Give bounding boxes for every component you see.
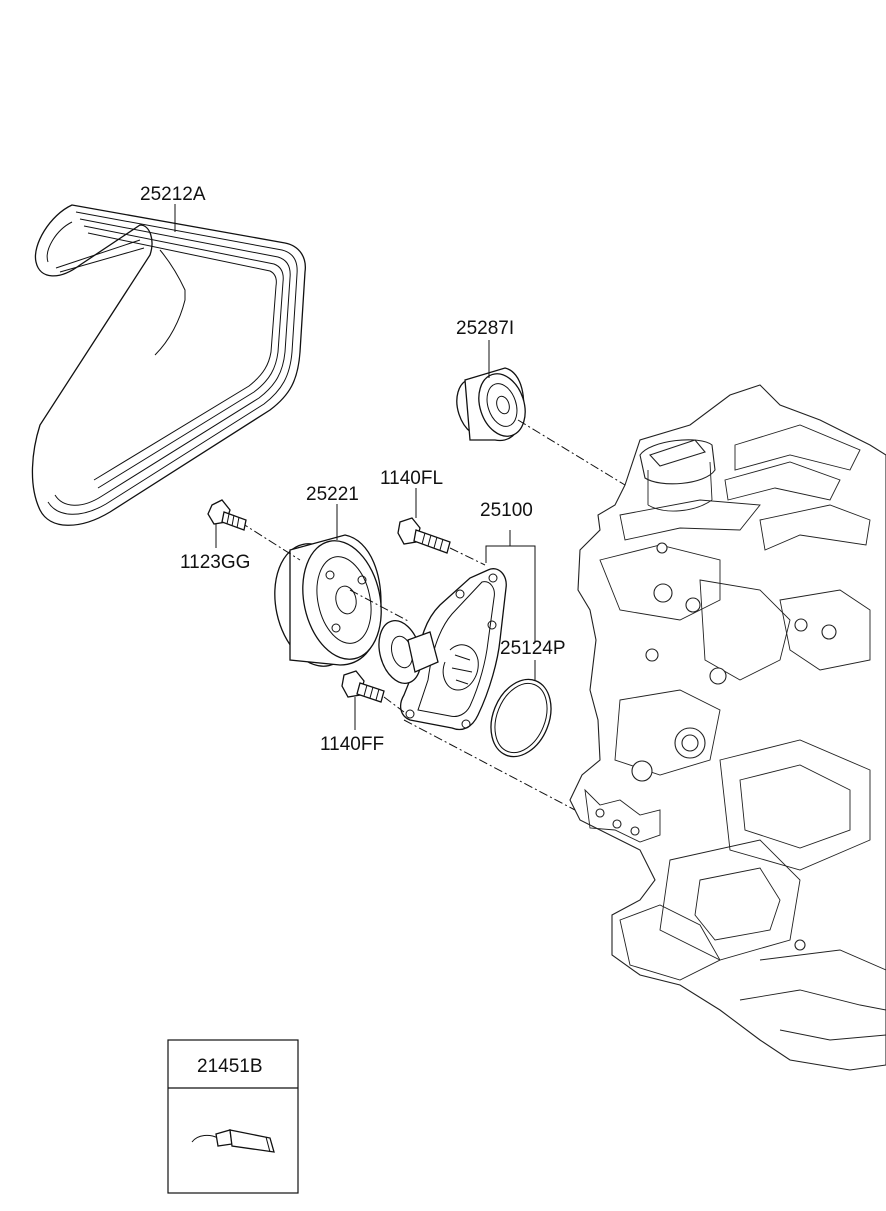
- bolt-1140ff-drawing: [341, 670, 385, 703]
- water-pump-drawing: [378, 568, 507, 731]
- gasket-oring-drawing: [490, 678, 552, 758]
- label-25100: 25100: [480, 500, 533, 521]
- drive-belt-drawing: [31, 204, 306, 526]
- label-25287I: 25287I: [456, 318, 514, 339]
- label-1123GG: 1123GG: [180, 552, 250, 573]
- water-pump-pulley-drawing: [274, 534, 382, 667]
- label-1140FF: 1140FF: [320, 734, 384, 755]
- sealant-callout-box: [167, 1039, 299, 1194]
- bolt-1123gg-drawing: [207, 499, 247, 531]
- label-1140FL: 1140FL: [380, 468, 443, 489]
- label-25212A: 25212A: [140, 184, 206, 205]
- label-21451B: 21451B: [197, 1056, 263, 1077]
- label-25124P: 25124P: [500, 638, 566, 659]
- bolt-1140fl-drawing: [397, 517, 451, 554]
- idler-pulley-drawing: [456, 367, 526, 442]
- sealant-tube-icon: [191, 1129, 275, 1153]
- engine-block-drawing: [569, 384, 886, 1071]
- label-25221: 25221: [306, 484, 359, 505]
